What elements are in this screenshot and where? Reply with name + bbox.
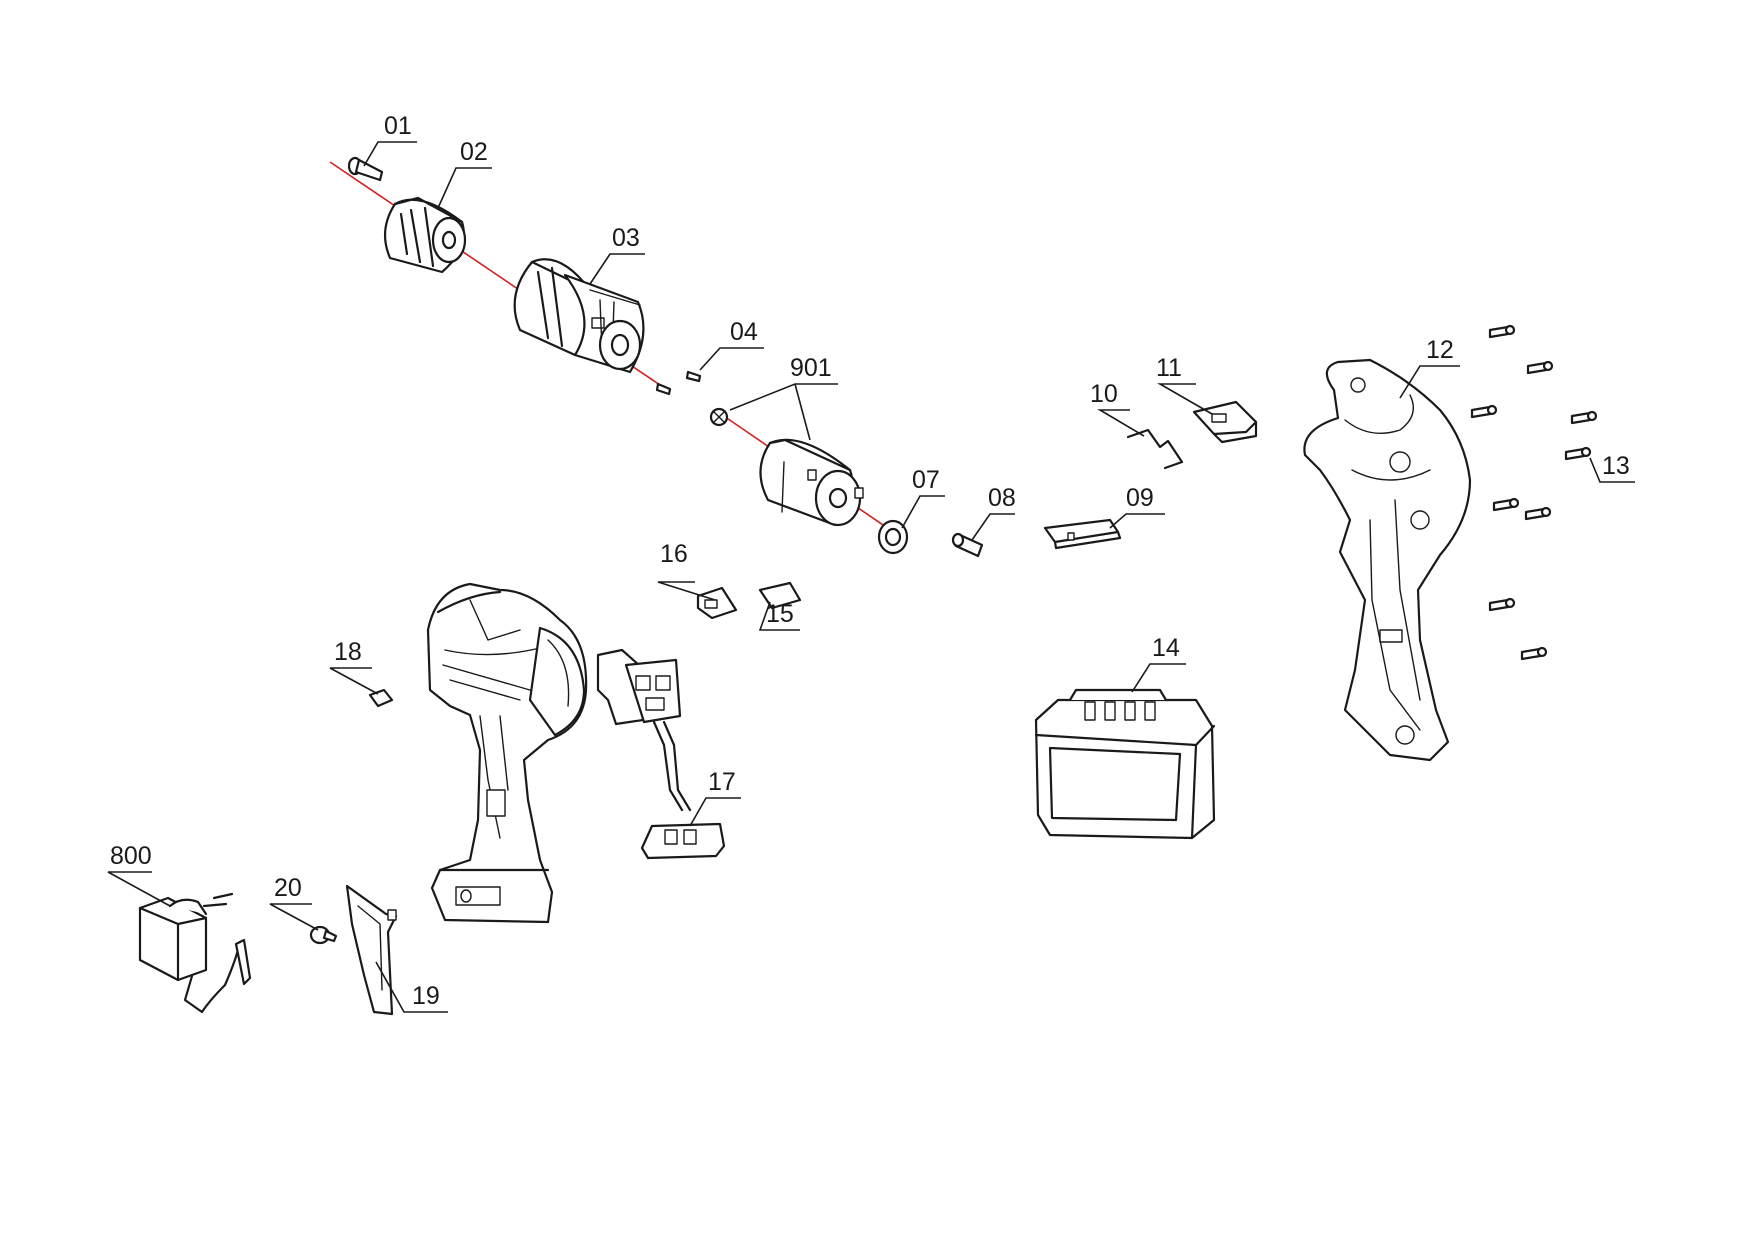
callout-03: 03	[612, 224, 640, 252]
part-09-slide	[1043, 518, 1122, 550]
part-07-bearing	[877, 519, 909, 555]
part-800-charger	[138, 892, 252, 1014]
callout-17: 17	[708, 768, 736, 796]
callout-12: 12	[1426, 336, 1454, 364]
part-20-screw	[309, 925, 338, 945]
callout-02: 02	[460, 138, 488, 166]
part-03-gearbox	[513, 258, 645, 374]
callout-11: 11	[1156, 354, 1182, 382]
part-17-switch-assembly	[596, 648, 726, 860]
callout-800: 800	[110, 842, 152, 870]
part-901-motor	[709, 407, 864, 527]
callout-08: 08	[988, 484, 1016, 512]
part-18-led	[368, 688, 394, 708]
part-14-battery	[1034, 688, 1216, 840]
callout-18: 18	[334, 638, 362, 666]
callout-01: 01	[384, 112, 412, 140]
part-02-chuck	[383, 196, 467, 274]
callout-15: 15	[766, 600, 794, 628]
part-08-pin	[951, 532, 984, 558]
callout-901: 901	[790, 354, 832, 382]
part-15-plate	[758, 581, 802, 610]
part-10-spring	[1126, 428, 1184, 470]
part-13-screws	[1470, 324, 1598, 661]
part-11-switch	[1192, 400, 1258, 444]
part-01-screw	[347, 156, 384, 182]
part-19-belt-clip	[345, 884, 398, 1016]
callout-19: 19	[412, 982, 440, 1010]
part-16-clip	[696, 586, 738, 620]
callout-04: 04	[730, 318, 758, 346]
callout-14: 14	[1152, 634, 1180, 662]
callout-leaders	[107, 141, 1635, 1013]
callout-07: 07	[912, 466, 940, 494]
callout-16: 16	[660, 540, 688, 568]
callout-13: 13	[1602, 452, 1630, 480]
callout-09: 09	[1126, 484, 1154, 512]
callout-labels: 01 02 03 04 901 07 08 09 10 11 12 13 14 …	[110, 112, 1630, 1010]
drill-housing	[426, 582, 588, 924]
part-12-housing-half	[1303, 358, 1472, 762]
part-04-screws	[655, 370, 702, 396]
callout-20: 20	[274, 874, 302, 902]
callout-10: 10	[1090, 380, 1118, 408]
